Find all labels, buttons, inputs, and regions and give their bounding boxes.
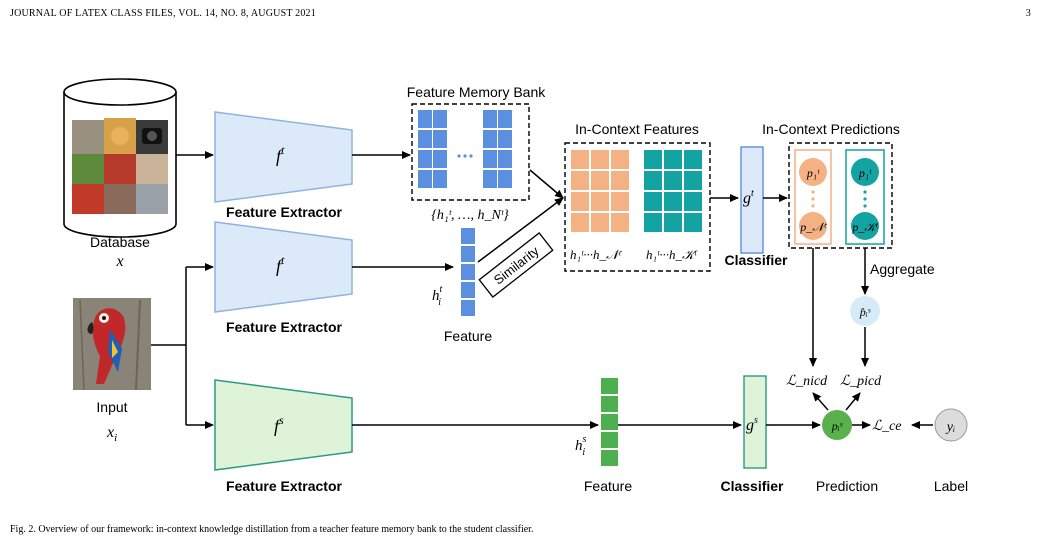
loss-ce: ℒ_ce [872,419,902,434]
teacher-extractor-1-symbol: ft [276,143,285,166]
aggregated-pred-circle [850,296,880,326]
in-context-predictions-box [788,142,893,249]
student-classifier [743,375,767,469]
student-classifier-symbol: gs [746,415,758,434]
positive-feature-grid [644,150,702,232]
teacher-extractor-2 [214,221,353,313]
input-var: xi [106,424,117,444]
label-var: yᵢ [945,420,955,435]
pred-bottom-right: p_𝒦ᵗ [851,220,879,234]
journal-title: JOURNAL OF LATEX CLASS FILES, VOL. 14, N… [10,8,316,19]
icf-left-label: h₁ᵗ···h_𝒩ᵗ [570,247,623,262]
pred-circle-neg-top [799,158,827,186]
arrow-feature-to-context [477,197,564,263]
pred-dots [811,190,867,208]
page-header: JOURNAL OF LATEX CLASS FILES, VOL. 14, N… [10,8,1031,22]
icf-right-label: h₁ᵗ···h_𝒦ᵗ [646,247,698,262]
memory-bank-cells [418,110,512,188]
in-context-features-label: In-Context Features [575,121,699,137]
classifier-label-1: Classifier [724,252,788,268]
feature-extractor-label-1: Feature Extractor [226,204,342,220]
database-cylinder [63,78,177,238]
student-extractor-symbol: fs [274,413,284,436]
input-label: Input [96,399,127,415]
feature-label-2: Feature [584,478,632,494]
student-pred-circle [822,410,852,440]
student-pred: pᵢˢ [831,419,843,433]
input-image [73,298,151,391]
feature-label-1: Feature [444,328,492,344]
teacher-extractor-1 [214,111,353,203]
prediction-label: Prediction [816,478,878,494]
label-circle [934,408,968,442]
aggregated-pred: p̂ᵢˢ [859,305,871,319]
loss-nicd: ℒ_nicd [786,374,828,389]
classifier-label-2: Classifier [720,478,784,494]
student-extractor [214,379,353,471]
pred-circle-pos-top [851,158,879,186]
database-var: x [115,253,123,270]
arrow-bank-to-context [529,169,564,199]
pred-top-left: p₁ᵗ [806,166,820,180]
feature-extractor-label-2: Feature Extractor [226,319,342,335]
figure-caption: Fig. 2. Overview of our framework: in-co… [10,524,534,535]
student-feature-column [601,378,618,466]
teacher-feature-column [461,228,475,316]
label-label: Label [934,478,968,494]
feature-extractor-label-3: Feature Extractor [226,478,342,494]
loss-picd: ℒ_picd [840,374,882,389]
arrow-pred-to-picd [845,392,861,411]
memory-bank-label: Feature Memory Bank [407,84,546,100]
memory-set: {h₁ᵗ, …, h_Nᵗ} [431,208,509,223]
in-context-features-box [564,142,711,272]
pred-top-right: p₁ᵗ [858,166,872,180]
in-context-predictions-label: In-Context Predictions [762,121,900,137]
memory-bank-box [411,103,530,201]
pred-bottom-left: p_𝒩ᵗ [799,220,827,234]
pred-circle-neg-bottom [799,212,827,240]
page-number: 3 [1025,8,1031,19]
teacher-classifier [740,146,764,254]
similarity-box: Similarity [478,232,554,298]
database-label: Database [90,234,150,250]
teacher-extractor-2-symbol: ft [276,253,285,276]
negative-feature-grid [571,150,629,232]
database-images [72,118,168,214]
pred-circle-pos-bottom [851,212,879,240]
teacher-classifier-symbol: gt [743,188,754,207]
aggregate-label: Aggregate [870,261,935,277]
arrow-pred-to-nicd [812,392,829,411]
